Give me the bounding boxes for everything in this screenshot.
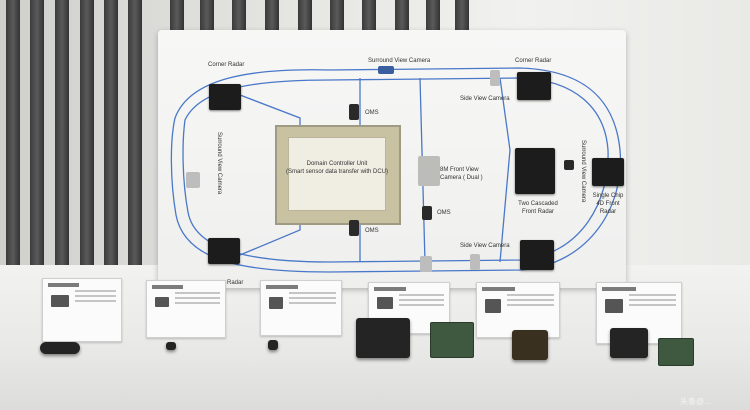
- wall-slat: [298, 0, 312, 33]
- two-cascaded-front-radar: [515, 148, 555, 194]
- side-view-camera-bottom: [470, 254, 480, 270]
- front-view-camera-line2: Camera ( Dual ): [440, 175, 483, 181]
- wall-slat: [128, 0, 142, 300]
- card-product-image: [51, 295, 69, 307]
- corner-radar-rear-right: [520, 240, 554, 270]
- front-view-camera-dual: [418, 156, 440, 186]
- card-product-image: [155, 297, 169, 307]
- single-chip-radar-pcb: [658, 338, 694, 366]
- product-info-card: [260, 280, 342, 336]
- wall-slat: [55, 0, 69, 300]
- card-heading: [482, 287, 515, 291]
- single-chip-4d-front-radar: [592, 158, 624, 186]
- corner-radar-rear-left: [208, 238, 240, 264]
- front-view-camera-label: 8M Front View Camera ( Dual ): [440, 166, 496, 182]
- wall-slat: [80, 0, 94, 300]
- small-camera-module: [166, 342, 176, 350]
- wall-slat: [426, 0, 440, 33]
- oms-top-label: OMS: [365, 110, 379, 116]
- radar-module-product: [512, 330, 548, 360]
- card-product-image: [269, 297, 283, 309]
- surround-view-camera-top-label: Surround View Camera: [368, 58, 431, 64]
- two-cascaded-line1: Two Cascaded: [518, 201, 558, 207]
- watermark: 头条@...: [680, 397, 711, 406]
- domain-controller-unit-product: [356, 318, 410, 358]
- single-chip-label: Single Chip 4D Front Radar: [586, 192, 630, 216]
- single-chip-line3: Radar: [599, 209, 617, 215]
- corner-radar-front-left: [209, 84, 241, 110]
- card-product-image: [377, 297, 393, 309]
- wall-slat: [232, 0, 246, 35]
- side-view-camera-bottom-label: Side View Camera: [460, 243, 510, 249]
- card-heading: [602, 287, 636, 291]
- product-info-card: [476, 282, 560, 338]
- side-view-camera-top-label: Side View Camera: [460, 96, 510, 102]
- oms-camera-bottom: [349, 220, 359, 236]
- front-view-camera-line1: 8M Front View: [440, 167, 479, 173]
- single-chip-line2: 4D Front: [596, 201, 620, 207]
- surround-view-camera-left: [186, 172, 200, 188]
- oms-camera-top: [349, 104, 359, 120]
- radar-housing-product: [610, 328, 648, 358]
- oms-bottom-label: OMS: [365, 228, 379, 234]
- domain-controller-panel: [288, 137, 386, 211]
- wall-slat: [200, 0, 214, 35]
- card-heading: [266, 285, 298, 289]
- oms-middle-label: OMS: [437, 210, 451, 216]
- card-product-image: [485, 299, 501, 313]
- corner-radar-front-right: [517, 72, 551, 100]
- radar-bottom-label: Radar: [227, 280, 244, 286]
- wall-slat: [265, 0, 279, 33]
- oms-camera-middle: [422, 206, 432, 220]
- side-view-camera-top: [490, 70, 500, 86]
- wall-slat: [6, 0, 20, 300]
- domain-controller-label: Domain Controller Unit (Smart sensor dat…: [285, 160, 389, 176]
- product-info-card: [42, 278, 122, 342]
- corner-radar-right-label: Corner Radar: [515, 58, 552, 64]
- wall-slat: [104, 0, 118, 300]
- radar-pcb-board: [430, 322, 474, 358]
- wall-slat: [30, 0, 44, 300]
- product-info-card: [146, 280, 226, 338]
- camera-module-pair: [40, 342, 80, 354]
- single-chip-line1: Single Chip: [592, 193, 624, 199]
- card-heading: [48, 283, 80, 287]
- wall-slat: [455, 0, 469, 33]
- wall-slat: [362, 0, 376, 33]
- two-cascaded-label: Two Cascaded Front Radar: [508, 200, 568, 216]
- two-cascaded-line2: Front Radar: [521, 209, 554, 215]
- surround-view-camera-left-label: Surround View Camera: [216, 132, 222, 195]
- surround-view-camera-bottom: [420, 256, 432, 272]
- wall-slat: [330, 0, 344, 33]
- small-camera-module: [268, 340, 278, 350]
- card-heading: [374, 287, 406, 291]
- surround-view-camera-top: [378, 66, 394, 74]
- surround-view-camera-right: [564, 160, 574, 170]
- wall-slat: [395, 0, 409, 33]
- card-product-image: [605, 299, 623, 313]
- corner-radar-left-label: Corner Radar: [208, 62, 245, 68]
- card-heading: [152, 285, 184, 289]
- domain-controller-title: Domain Controller Unit: [306, 161, 368, 167]
- domain-controller-subtitle: (Smart sensor data transfer with DCU): [285, 169, 389, 175]
